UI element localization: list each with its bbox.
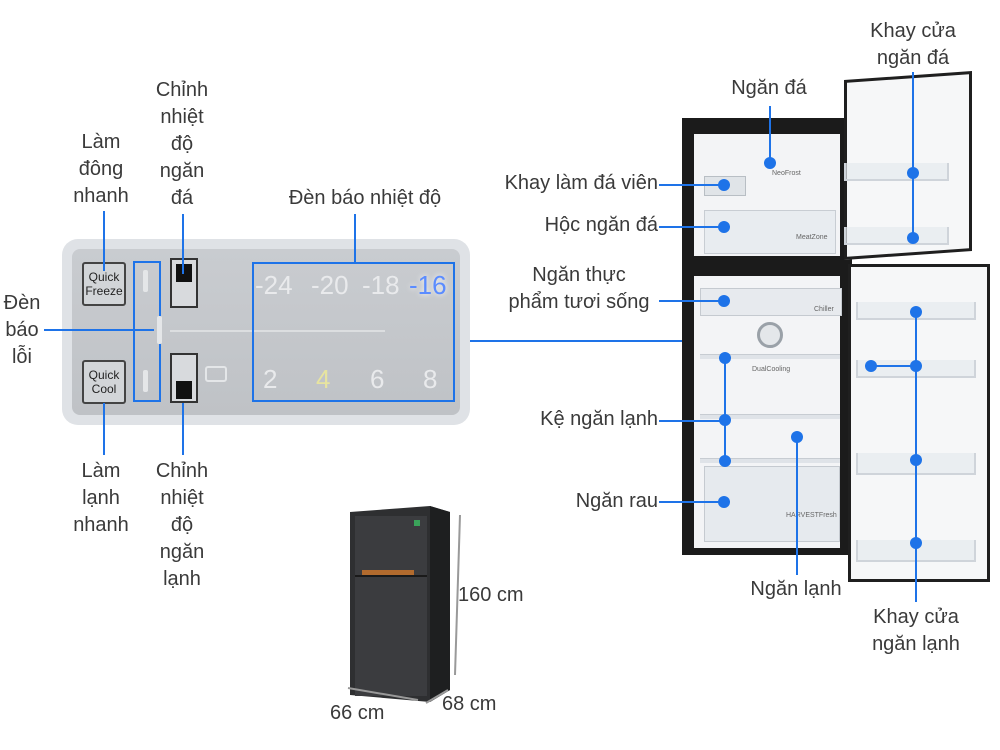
freezer-door-shelf	[844, 163, 949, 181]
indicator-led-top	[143, 270, 148, 292]
marker-dot	[718, 496, 730, 508]
fan-icon	[757, 322, 783, 348]
fridge-shelf	[700, 458, 840, 463]
marker-dot	[910, 306, 922, 318]
freezer-temp-value-active: -16	[409, 270, 447, 300]
leader-line	[769, 106, 771, 162]
depth-dimension: 68 cm	[442, 693, 497, 715]
freezer-temp-value: -18	[362, 270, 400, 300]
label-freezer: Ngăn đá	[731, 77, 807, 99]
error-led	[157, 316, 162, 344]
lock-icon	[205, 366, 227, 382]
fridge-shelf	[700, 414, 840, 419]
label-temp-indicator: Đèn báo nhiệt độ	[288, 187, 442, 209]
marker-dot	[865, 360, 877, 372]
panel-divider	[170, 330, 385, 332]
fridge-temp-value: 2	[263, 364, 278, 394]
marker-dot	[910, 454, 922, 466]
marker-dot	[791, 431, 803, 443]
temperature-display-box	[252, 262, 455, 402]
fridge-temp-value: 8	[423, 364, 438, 394]
leader-line	[659, 420, 725, 422]
label-freezer-drawer: Hộc ngăn đá	[544, 214, 658, 236]
leader-line	[659, 501, 724, 503]
leader-line	[796, 437, 798, 575]
freezer-door-shelf	[844, 227, 949, 245]
quick-freeze-label: Quick Freeze	[85, 270, 123, 298]
panel-connector-line	[470, 340, 700, 342]
width-dimension: 66 cm	[330, 702, 385, 724]
label-error-light: Đèn báo lỗi	[3, 292, 41, 368]
freezer-temp-value: -24	[255, 270, 293, 300]
control-panel-face	[72, 249, 460, 415]
leader-line	[182, 214, 184, 274]
label-freezer-temp: Chỉnh nhiệt độ ngăn đá	[155, 79, 209, 209]
fridge-shelf	[700, 354, 840, 359]
marker-dot	[907, 167, 919, 179]
label-quick-cool: Làm lạnh nhanh	[73, 460, 129, 536]
label-quick-freeze: Làm đông nhanh	[73, 131, 129, 207]
leader-line	[103, 403, 105, 455]
leader-line	[103, 211, 105, 271]
fridge-temp-value-active: 4	[316, 364, 331, 394]
chiller-mark: Chiller	[814, 306, 834, 313]
leader-line	[44, 329, 154, 331]
marker-dot	[718, 179, 730, 191]
leader-line	[659, 226, 724, 228]
label-ice-tray: Khay làm đá viên	[504, 172, 658, 194]
label-freezer-door-tray: Khay cửa ngăn đá	[870, 20, 956, 69]
leader-line	[354, 214, 356, 262]
marker-dot	[718, 221, 730, 233]
marker-dot	[907, 232, 919, 244]
height-dimension: 160 cm	[458, 584, 524, 606]
leader-line	[912, 72, 914, 238]
meatzone-mark: MeatZone	[796, 234, 828, 241]
leader-line	[659, 300, 724, 302]
label-fridge-temp: Chỉnh nhiệt độ ngăn lạnh	[155, 460, 209, 590]
quick-cool-label: Quick Cool	[88, 368, 120, 396]
label-fresh-food-compartment: Ngăn thực phẩm tươi sống	[508, 264, 650, 313]
marker-dot	[764, 157, 776, 169]
quick-cool-button[interactable]: Quick Cool	[82, 360, 126, 404]
marker-dot	[910, 360, 922, 372]
label-vegetable-drawer: Ngăn rau	[575, 490, 658, 512]
leader-line	[724, 358, 726, 462]
leader-line	[659, 184, 724, 186]
leader-line	[182, 403, 184, 455]
marker-dot	[718, 295, 730, 307]
leader-line	[870, 365, 916, 367]
neofrost-mark: NeoFrost	[772, 170, 801, 177]
marker-dot	[719, 352, 731, 364]
dualcooling-mark: DualCooling	[752, 366, 791, 373]
indicator-led-bottom	[143, 370, 148, 392]
freezer-temp-knob	[176, 264, 192, 282]
label-fridge-compartment: Ngăn lạnh	[750, 578, 842, 600]
freezer-temp-button[interactable]	[170, 258, 198, 308]
label-fridge-shelf: Kệ ngăn lạnh	[540, 408, 658, 430]
fridge-temp-value: 6	[370, 364, 385, 394]
freezer-temp-value: -20	[311, 270, 349, 300]
harvest-mark: HARVESTFresh	[786, 512, 837, 519]
marker-dot	[719, 455, 731, 467]
fridge-exterior-illustration	[347, 506, 461, 704]
quick-freeze-button[interactable]: Quick Freeze	[82, 262, 126, 306]
marker-dot	[910, 537, 922, 549]
fridge-temp-button[interactable]	[170, 353, 198, 403]
fridge-temp-knob	[176, 381, 192, 399]
label-fridge-door-tray: Khay cửa ngăn lạnh	[872, 606, 960, 655]
marker-dot	[719, 414, 731, 426]
